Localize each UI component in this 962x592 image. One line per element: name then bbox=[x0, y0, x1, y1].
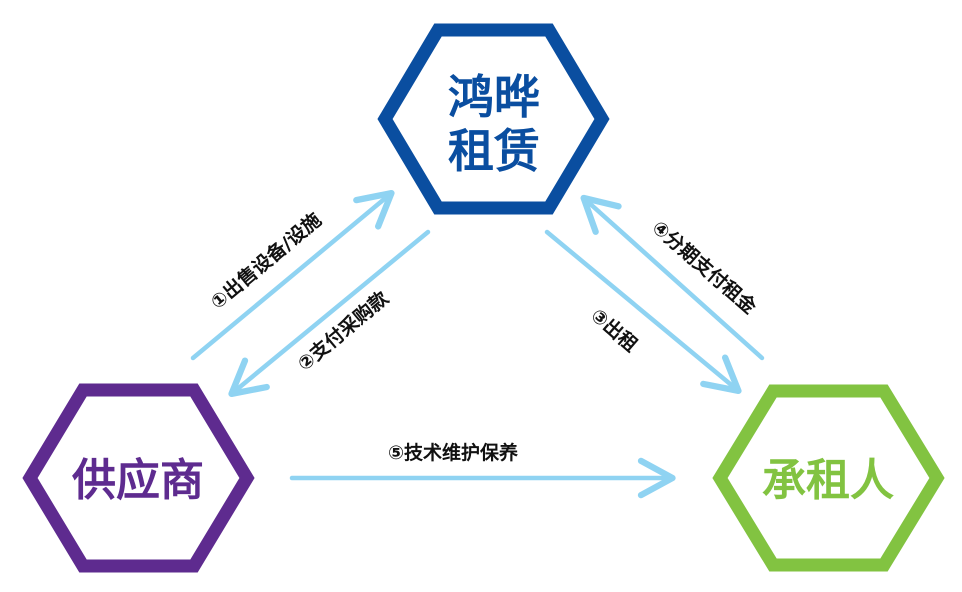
lessor-name-line2: 租赁 bbox=[448, 124, 540, 178]
node-lessor: 鸿晔 租赁 bbox=[377, 23, 610, 215]
lessor-hexagon bbox=[377, 23, 610, 215]
node-supplier: 供应商 bbox=[22, 383, 255, 573]
label-maintenance: ⑤技术维护保养 bbox=[388, 441, 518, 464]
label-lease-out: ③出租 bbox=[586, 304, 642, 357]
supplier-name: 供应商 bbox=[72, 455, 204, 506]
supplier-hexagon bbox=[22, 383, 255, 573]
lessee-hexagon bbox=[712, 384, 945, 572]
arrow-pay-rent bbox=[580, 194, 765, 361]
arrow-pay-purchase bbox=[228, 229, 431, 398]
arrow-sell-equipment bbox=[190, 189, 395, 361]
lessor-name-line1: 鸿晔 bbox=[448, 70, 540, 124]
node-lessee: 承租人 bbox=[712, 384, 945, 572]
arrow-lease-out bbox=[544, 229, 742, 395]
lessee-name: 承租人 bbox=[762, 455, 894, 506]
